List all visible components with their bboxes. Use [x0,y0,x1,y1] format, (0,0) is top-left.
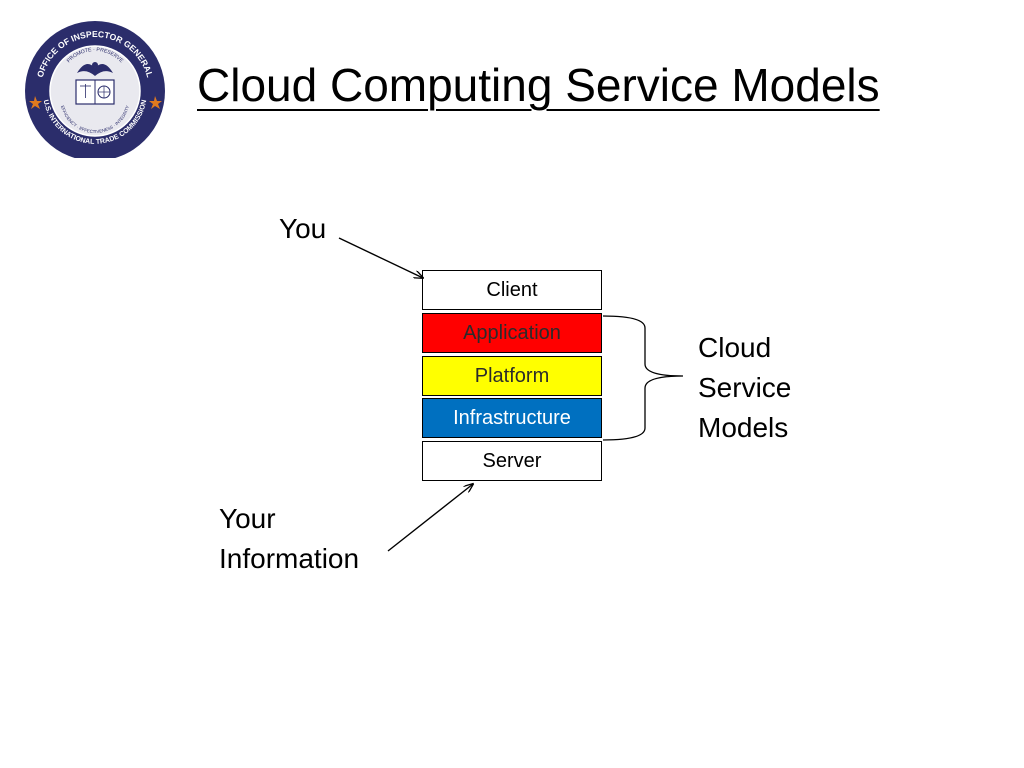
your-information-label-line1: Your [219,503,276,534]
server-layer: Server [422,441,602,481]
page-title: Cloud Computing Service Models [197,59,880,111]
your-information-arrow [387,484,473,552]
cloud-service-models-label-line3: Models [698,412,789,443]
platform-layer: Platform [422,356,602,396]
your-information-label-line2: Information [219,543,360,574]
cloud-service-models-brace [602,315,684,441]
cloud-service-models-label: Cloud Service Models [698,328,791,448]
your-information-label: Your Information [219,499,359,579]
application-layer: Application [422,313,602,353]
you-label: You [279,213,327,244]
cloud-service-models-label-line1: Cloud [698,332,772,363]
client-layer: Client [422,270,602,310]
you-arrow [338,237,423,278]
inspector-general-seal-icon: OFFICE OF INSPECTOR GENERAL U.S. INTERNA… [25,21,165,158]
infrastructure-layer: Infrastructure [422,398,602,438]
cloud-service-models-label-line2: Service [698,372,792,403]
